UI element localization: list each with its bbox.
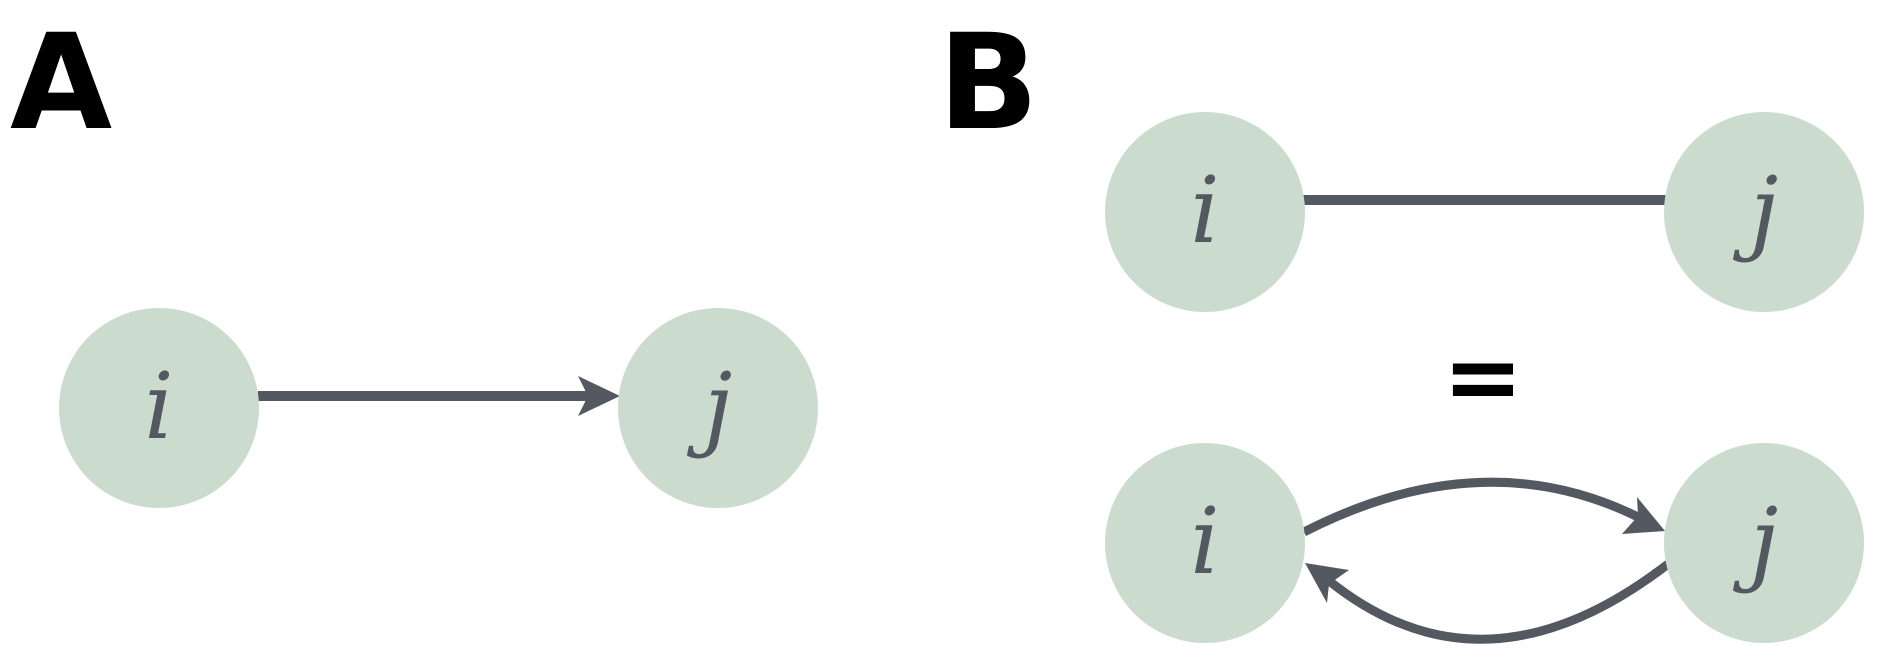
panel-b: B i j = i j [938, 6, 1864, 644]
equivalence-sign: = [1443, 321, 1523, 433]
panel-b-bottom-node-j [1664, 443, 1864, 643]
panel-a-node-i-label: i [144, 353, 173, 460]
panel-b-edge-j-to-i [1325, 560, 1671, 644]
panel-a-label: A [10, 6, 112, 160]
panel-a-node-i [59, 308, 259, 508]
panel-a-node-j [618, 308, 818, 508]
panel-b-bottom-node-i-label: i [1190, 488, 1219, 595]
panel-b-arrowhead-to-j [1622, 497, 1665, 534]
panel-b-label: B [938, 6, 1039, 160]
panel-b-bottom-node-i [1105, 443, 1305, 643]
panel-b-edge-i-to-j [1301, 477, 1643, 537]
panel-b-arrowhead-to-i [1305, 563, 1349, 603]
panel-a-arrowhead [578, 376, 620, 416]
panel-b-top-node-j [1664, 112, 1864, 312]
panel-a: A i j [10, 6, 818, 508]
panel-b-top-node-i [1105, 112, 1305, 312]
panel-b-top-node-i-label: i [1190, 157, 1219, 264]
